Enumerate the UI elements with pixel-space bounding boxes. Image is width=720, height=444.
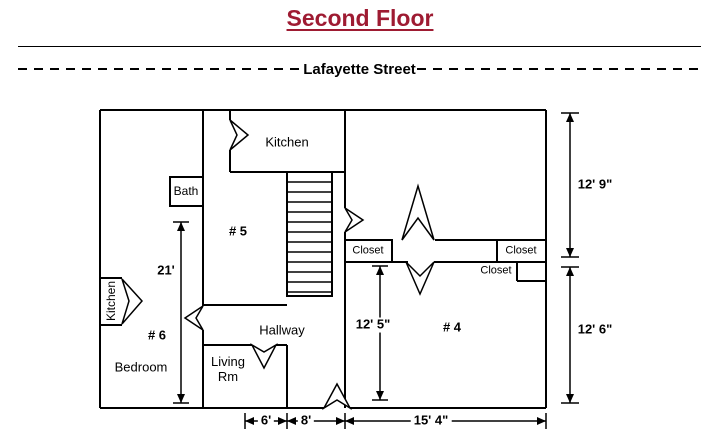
dim-6ft-label: 6'	[257, 413, 275, 429]
header-rule-line	[18, 46, 701, 47]
dim-15ft4-label: 15' 4"	[410, 413, 452, 429]
closet-mid-label: Closet	[352, 244, 384, 257]
walls	[99, 109, 547, 409]
closet-right-top-label: Closet	[505, 244, 537, 257]
unit-5-label: # 5	[228, 223, 248, 239]
street-name: Lafayette Street	[303, 60, 416, 78]
dim-12ft9-label: 12' 9"	[577, 176, 613, 192]
kitchen-top-label: Kitchen	[265, 134, 309, 150]
hallway-label: Hallway	[259, 322, 305, 338]
kitchen-left-label: Kitchen	[104, 280, 119, 322]
dim-12ft5-label: 12' 5"	[352, 317, 394, 333]
street-dash-left	[18, 68, 303, 70]
street-dash-right	[416, 68, 702, 70]
closet-right-bottom-label: Closet	[480, 264, 512, 277]
dim-21ft-label: 21'	[157, 262, 175, 278]
door-opening-symbols	[121, 119, 435, 411]
street-line: Lafayette Street	[18, 60, 702, 78]
bedroom-label: Bedroom	[114, 359, 168, 375]
dim-8ft-label: 8'	[297, 413, 315, 429]
unit-6-label: # 6	[147, 327, 167, 343]
page-title: Second Floor	[286, 5, 434, 31]
dim-12ft6-label: 12' 6"	[577, 321, 613, 337]
unit-4-label: # 4	[442, 319, 462, 335]
stairs	[286, 171, 333, 297]
bath-label: Bath	[173, 184, 199, 199]
living-room-label: Living Rm	[211, 354, 245, 384]
dimension-arrowheads	[177, 113, 574, 425]
